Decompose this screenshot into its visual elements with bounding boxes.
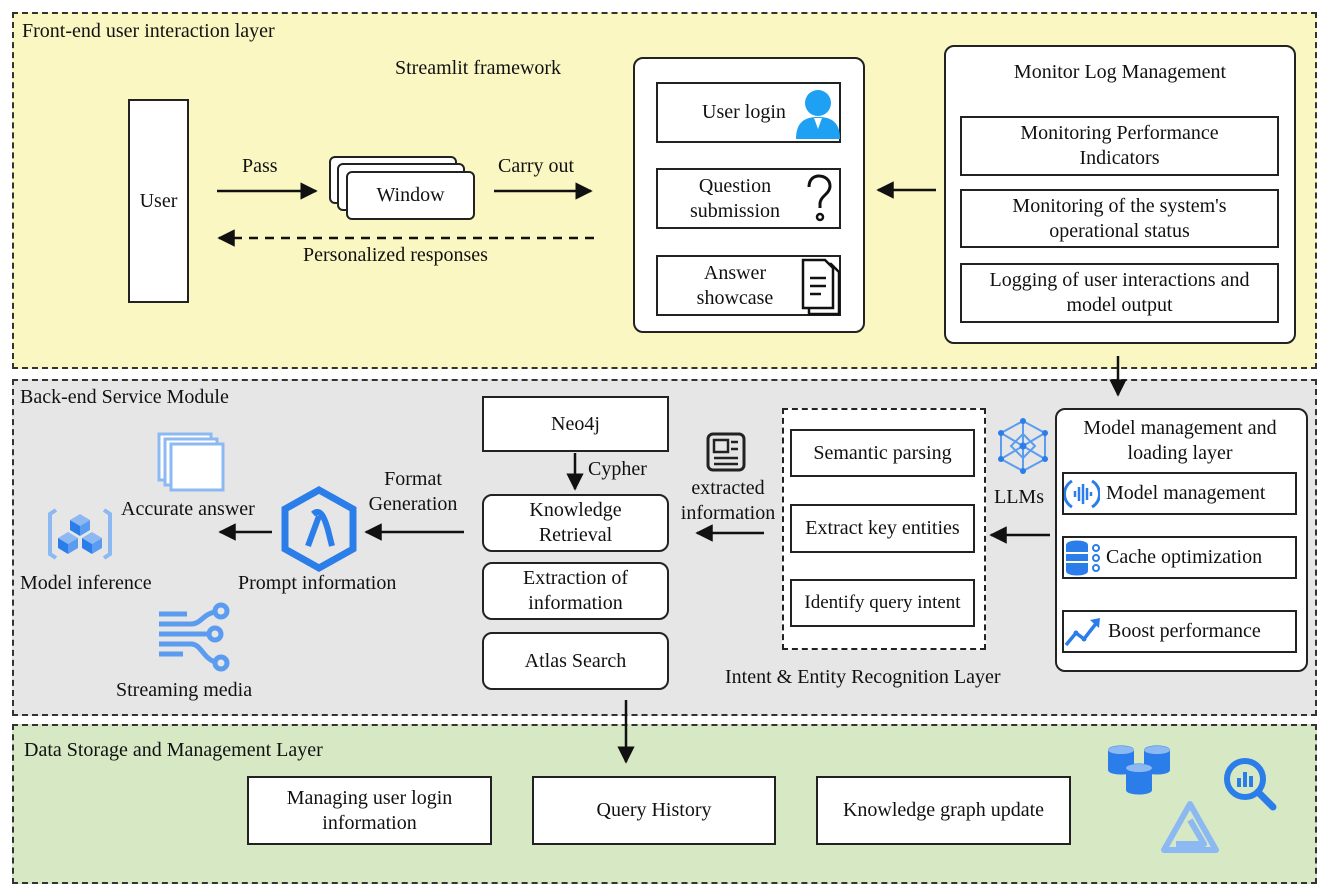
- monitor-item-logging: Logging of user interactions and model o…: [960, 263, 1279, 323]
- news-document-icon: [706, 432, 746, 472]
- monitor-item-logging-label: Logging of user interactions and model o…: [989, 269, 1250, 316]
- monitor-item-performance-label: Monitoring Performance Indicators: [1020, 122, 1219, 169]
- format-generation-label: Format Generation: [368, 468, 458, 515]
- front-end-layer-title: Front-end user interaction layer: [22, 20, 275, 42]
- pass-label: Pass: [242, 155, 278, 177]
- window-box: Window: [346, 171, 475, 220]
- question-submission-label: Question submission: [689, 174, 781, 222]
- network-sphere-icon: [998, 418, 1048, 474]
- triangle-logo-icon: [1161, 801, 1219, 853]
- cubes-icon: [48, 508, 112, 560]
- semantic-parsing-box: Semantic parsing: [790, 429, 975, 477]
- neo4j-box: Neo4j: [482, 396, 669, 452]
- database-cluster-icon: [1108, 745, 1170, 795]
- document-icon: [801, 258, 841, 316]
- knowledge-retrieval-box: Knowledge Retrieval: [482, 494, 669, 552]
- llms-label: LLMs: [994, 486, 1044, 508]
- answer-showcase-label: Answer showcase: [696, 261, 774, 309]
- monitor-log-title: Monitor Log Management: [1013, 61, 1227, 83]
- model-management-label: Model management: [1106, 482, 1266, 504]
- boost-performance-label: Boost performance: [1108, 620, 1261, 642]
- question-mark-icon: [807, 174, 832, 222]
- streaming-icon: [159, 602, 230, 672]
- search-analytics-icon: [1224, 758, 1277, 811]
- monitor-item-performance: Monitoring Performance Indicators: [960, 116, 1279, 176]
- prompt-information-label: Prompt information: [238, 572, 397, 594]
- extraction-label: Extraction of information: [523, 567, 628, 614]
- stacked-pages-icon: [157, 432, 225, 492]
- monitor-item-status-label: Monitoring of the system's operational s…: [1012, 194, 1227, 242]
- extracted-information-label: extracted information: [680, 477, 776, 524]
- user-avatar-icon: [796, 90, 840, 139]
- question-submission-box[interactable]: Question submission: [656, 168, 841, 229]
- cache-optimization-label: Cache optimization: [1106, 546, 1263, 568]
- streaming-media-label: Streaming media: [116, 679, 253, 701]
- monitor-item-status: Monitoring of the system's operational s…: [960, 189, 1279, 248]
- model-layer-title: Model management and loading layer: [1083, 417, 1277, 464]
- extraction-box: Extraction of information: [482, 562, 669, 620]
- intent-layer-caption: Intent & Entity Recognition Layer: [725, 666, 1001, 688]
- boost-performance-box: Boost performance: [1062, 610, 1297, 653]
- user-login-info-label: Managing user login information: [286, 786, 453, 834]
- cache-optimization-box: Cache optimization: [1062, 536, 1297, 579]
- data-storage-layer-title: Data Storage and Management Layer: [24, 739, 323, 761]
- knowledge-retrieval-label: Knowledge Retrieval: [529, 499, 622, 546]
- hexagon-lambda-icon: [281, 486, 357, 572]
- audio-wave-icon: [1064, 479, 1100, 509]
- personalized-responses-label: Personalized responses: [303, 244, 488, 266]
- carry-out-label: Carry out: [498, 155, 575, 177]
- user-box: User: [128, 99, 189, 303]
- accurate-answer-label: Accurate answer: [121, 498, 255, 520]
- back-end-layer-title: Back-end Service Module: [20, 386, 229, 408]
- database-cache-icon: [1066, 540, 1100, 576]
- model-management-box: Model management: [1062, 472, 1297, 515]
- identify-query-intent-box: Identify query intent: [790, 579, 975, 627]
- trend-line-icon: [1064, 618, 1100, 647]
- model-inference-label: Model inference: [20, 572, 152, 594]
- knowledge-graph-update-box: Knowledge graph update: [816, 776, 1071, 845]
- cypher-label: Cypher: [588, 458, 647, 480]
- streamlit-framework-label: Streamlit framework: [395, 57, 562, 79]
- query-history-box: Query History: [532, 776, 776, 845]
- user-login-label: User login: [702, 101, 786, 123]
- user-login-info-box: Managing user login information: [247, 776, 492, 845]
- atlas-search-box: Atlas Search: [482, 632, 669, 690]
- extract-key-entities-box: Extract key entities: [790, 504, 975, 553]
